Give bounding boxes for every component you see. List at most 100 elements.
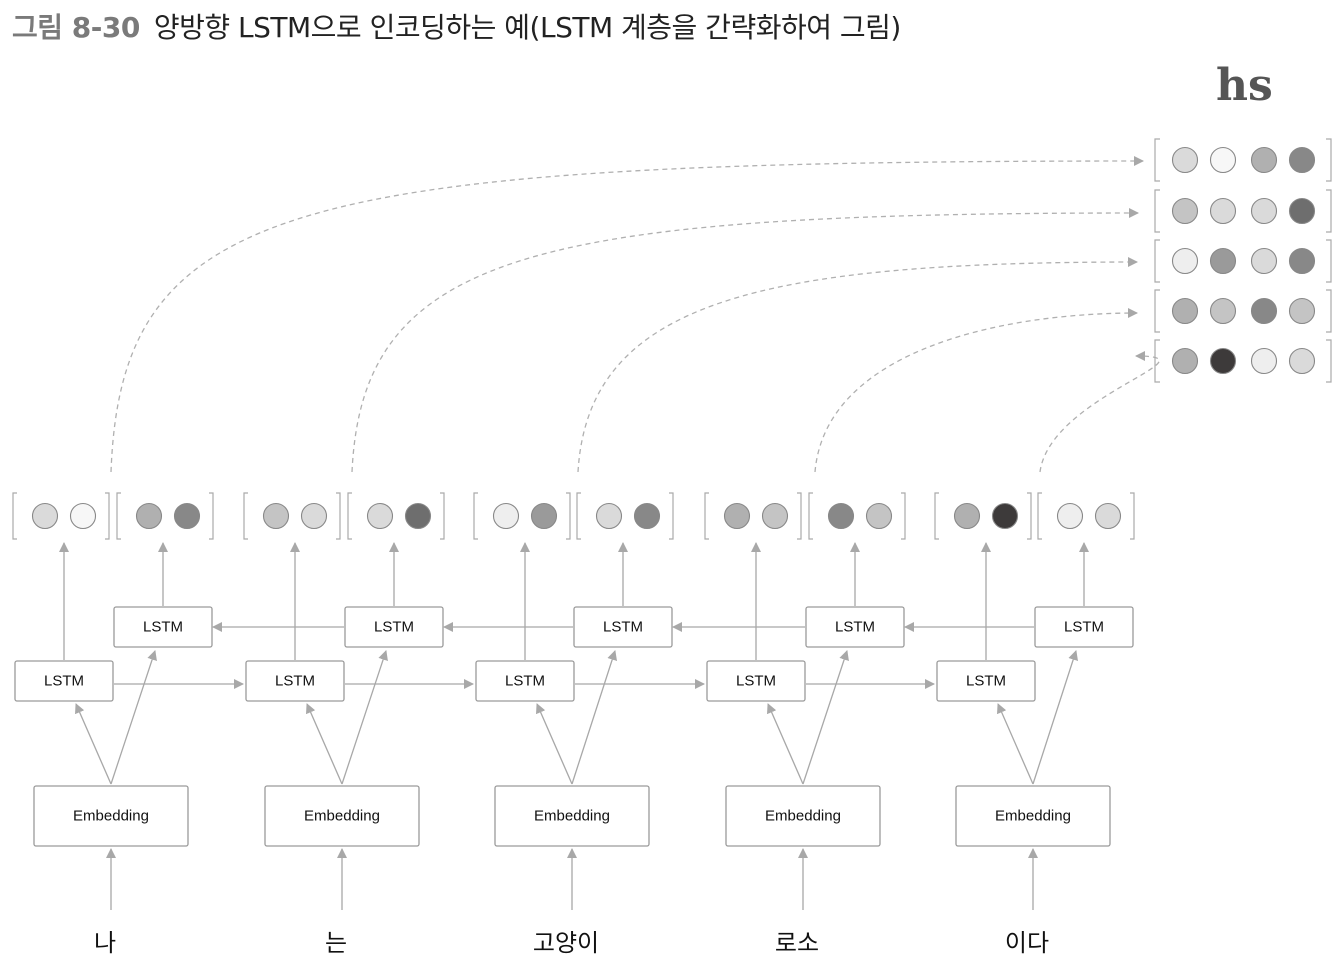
forward-lstm-box: LSTM bbox=[475, 660, 575, 702]
hs-matrix bbox=[1154, 138, 1332, 383]
embedding-box: Embedding bbox=[33, 785, 189, 847]
backward-lstm-box-label: LSTM bbox=[835, 619, 875, 636]
forward-lstm-box: LSTM bbox=[936, 660, 1036, 702]
right-bracket bbox=[1326, 339, 1332, 383]
right-bracket bbox=[901, 492, 906, 540]
vector-cell bbox=[69, 502, 97, 530]
vector-cell bbox=[530, 502, 558, 530]
forward-lstm-box-label: LSTM bbox=[44, 673, 84, 690]
right-bracket bbox=[566, 492, 571, 540]
forward-lstm-box: LSTM bbox=[706, 660, 806, 702]
vector-cell bbox=[1250, 347, 1278, 375]
vector-cell bbox=[1056, 502, 1084, 530]
input-word: 로소 bbox=[775, 929, 819, 957]
vector-cell bbox=[1171, 146, 1199, 174]
hidden-vector-pair bbox=[492, 502, 661, 530]
embedding-box: Embedding bbox=[494, 785, 650, 847]
left-bracket bbox=[347, 492, 352, 540]
backward-lstm-box-label: LSTM bbox=[603, 619, 643, 636]
vector-cell bbox=[723, 502, 751, 530]
vector-cell bbox=[1209, 146, 1237, 174]
input-word: 고양이 bbox=[533, 929, 599, 957]
hs-label: hs bbox=[1216, 60, 1273, 111]
embedding-to-forward-lstm-arrow bbox=[536, 703, 573, 785]
vector-cell bbox=[492, 502, 520, 530]
embedding-to-backward-lstm-arrow bbox=[571, 650, 617, 785]
left-bracket bbox=[704, 492, 709, 540]
right-bracket bbox=[440, 492, 445, 540]
vector-cell bbox=[1288, 146, 1316, 174]
embedding-to-forward-lstm-arrow bbox=[306, 703, 343, 785]
vector-cell bbox=[1250, 197, 1278, 225]
right-bracket bbox=[1130, 492, 1135, 540]
vector-cell bbox=[865, 502, 893, 530]
embedding-to-forward-lstm-arrow bbox=[75, 703, 112, 785]
left-bracket bbox=[1154, 289, 1160, 333]
right-bracket bbox=[1326, 289, 1332, 333]
hs-connection-line bbox=[351, 208, 1139, 473]
forward-lstm-box-label: LSTM bbox=[505, 673, 545, 690]
hs-row bbox=[1154, 138, 1332, 182]
left-bracket bbox=[808, 492, 813, 540]
hs-connection-line bbox=[814, 308, 1138, 473]
right-bracket bbox=[1326, 239, 1332, 283]
embedding-to-backward-lstm-arrow bbox=[1032, 650, 1078, 785]
right-bracket bbox=[669, 492, 674, 540]
embedding-box: Embedding bbox=[955, 785, 1111, 847]
right-bracket bbox=[1326, 189, 1332, 233]
hidden-vector-pair bbox=[31, 502, 201, 530]
embedding-to-forward-lstm-arrow bbox=[767, 703, 804, 785]
input-word: 나 bbox=[94, 929, 116, 957]
left-bracket bbox=[116, 492, 121, 540]
left-bracket bbox=[1037, 492, 1042, 540]
right-bracket bbox=[105, 492, 110, 540]
embedding-to-backward-lstm-arrow bbox=[341, 650, 388, 785]
backward-lstm-box: LSTM bbox=[1034, 606, 1134, 648]
hs-row bbox=[1154, 239, 1332, 283]
right-bracket bbox=[797, 492, 802, 540]
backward-lstm-box-label: LSTM bbox=[1064, 619, 1104, 636]
embedding-box-label: Embedding bbox=[73, 808, 149, 825]
hs-row bbox=[1154, 289, 1332, 333]
vector-cell bbox=[1171, 297, 1199, 325]
caption-text: 양방향 LSTM으로 인코딩하는 예(LSTM 계층을 간략화하여 그림) bbox=[153, 11, 901, 44]
hs-row bbox=[1154, 189, 1332, 233]
embedding-to-forward-lstm-arrow bbox=[997, 703, 1034, 785]
forward-lstm-box: LSTM bbox=[245, 660, 345, 702]
left-bracket bbox=[1154, 339, 1160, 383]
vector-cell bbox=[1171, 347, 1199, 375]
vector-cell bbox=[404, 502, 432, 530]
left-bracket bbox=[12, 492, 17, 540]
vector-cell bbox=[1171, 247, 1199, 275]
left-bracket bbox=[473, 492, 478, 540]
forward-lstm-box-label: LSTM bbox=[966, 673, 1006, 690]
embedding-to-backward-lstm-arrow bbox=[110, 650, 157, 785]
backward-lstm-box: LSTM bbox=[344, 606, 444, 648]
vector-cell bbox=[300, 502, 328, 530]
hidden-vector-pair bbox=[262, 502, 432, 530]
vector-cell bbox=[1250, 297, 1278, 325]
hs-connection-line bbox=[1039, 351, 1160, 473]
left-bracket bbox=[243, 492, 248, 540]
left-bracket bbox=[934, 492, 939, 540]
left-bracket bbox=[1154, 138, 1160, 182]
vector-cell bbox=[1250, 146, 1278, 174]
vector-cell bbox=[1209, 347, 1237, 375]
forward-lstm-box-label: LSTM bbox=[736, 673, 776, 690]
hidden-state-vectors bbox=[12, 492, 1135, 540]
embedding-box-label: Embedding bbox=[304, 808, 380, 825]
vector-cell bbox=[1209, 247, 1237, 275]
vector-cell bbox=[1209, 197, 1237, 225]
vector-cell bbox=[1288, 197, 1316, 225]
vector-cell bbox=[135, 502, 163, 530]
hs-connection-line bbox=[577, 257, 1138, 473]
hidden-vector-pair bbox=[723, 502, 893, 530]
vector-cell bbox=[633, 502, 661, 530]
vector-cell bbox=[1288, 347, 1316, 375]
input-word: 이다 bbox=[1005, 929, 1049, 957]
vector-cell bbox=[761, 502, 789, 530]
right-bracket bbox=[1326, 138, 1332, 182]
vector-cell bbox=[366, 502, 394, 530]
